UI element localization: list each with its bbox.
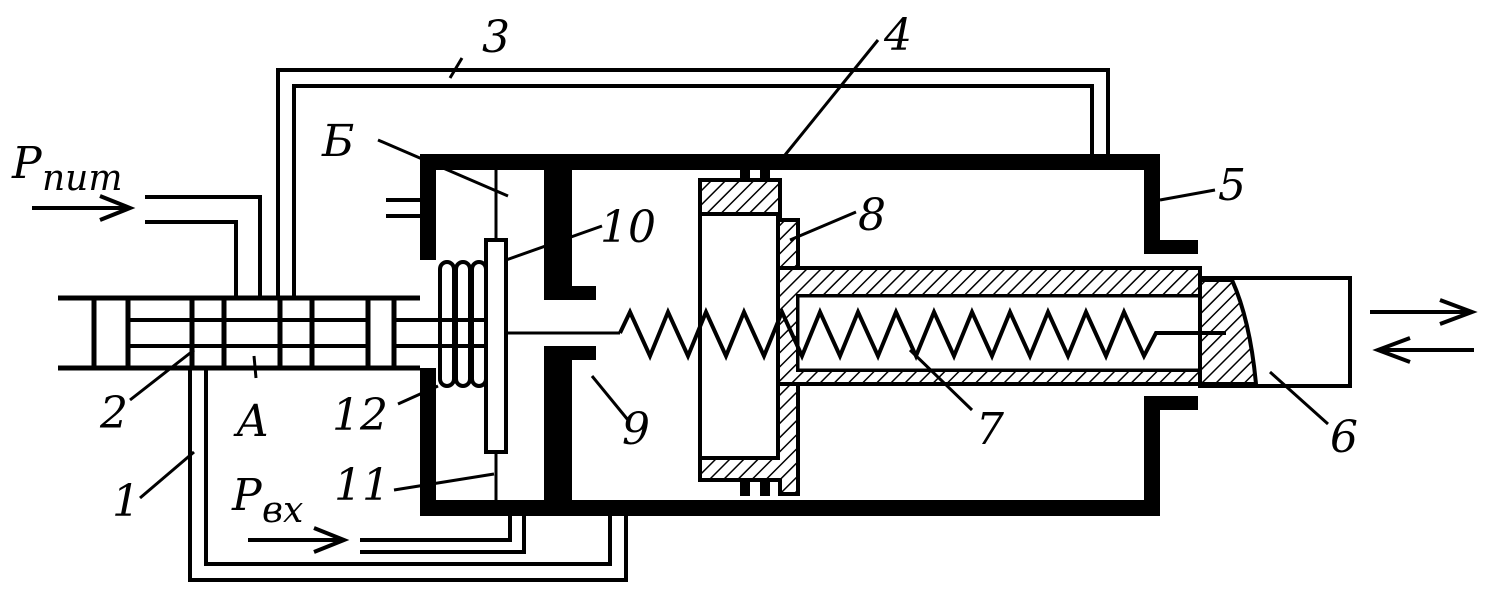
label-12: 12 xyxy=(332,390,388,441)
label-2: 2 xyxy=(99,388,128,439)
spring-7 xyxy=(618,306,1226,362)
outlet-pipe-1 xyxy=(188,368,628,582)
label-p-supply-sub: пит xyxy=(42,158,123,199)
supply-pipe xyxy=(145,195,262,298)
label-8: 8 xyxy=(858,190,886,241)
label-1: 1 xyxy=(112,476,140,527)
actuator-housing xyxy=(420,154,1198,516)
label-p-supply: P xyxy=(11,138,43,189)
label-3: 3 xyxy=(482,12,510,63)
label-p-input-sub: вх xyxy=(262,490,303,531)
labels: P пит P вх 3 4 5 6 7 8 9 10 11 12 2 1 А … xyxy=(11,10,1358,531)
label-chamber-b: Б xyxy=(321,116,354,167)
feedback-pipe-3 xyxy=(276,68,1110,298)
label-7: 7 xyxy=(976,404,1004,455)
label-p-input: P xyxy=(231,470,263,521)
diaphragm-10 xyxy=(484,170,620,500)
label-11: 11 xyxy=(334,460,390,511)
label-6: 6 xyxy=(1330,412,1358,463)
label-4: 4 xyxy=(883,10,912,61)
piston-8 xyxy=(698,168,1202,496)
label-chamber-a: А xyxy=(233,396,269,447)
leader-lines xyxy=(129,39,1330,500)
label-9: 9 xyxy=(622,404,650,455)
bellows-12 xyxy=(438,260,488,388)
spool-valve xyxy=(58,295,490,371)
label-10: 10 xyxy=(600,202,656,253)
flow-arrows xyxy=(32,194,1478,554)
vent-port xyxy=(386,198,420,218)
label-5: 5 xyxy=(1218,160,1246,211)
